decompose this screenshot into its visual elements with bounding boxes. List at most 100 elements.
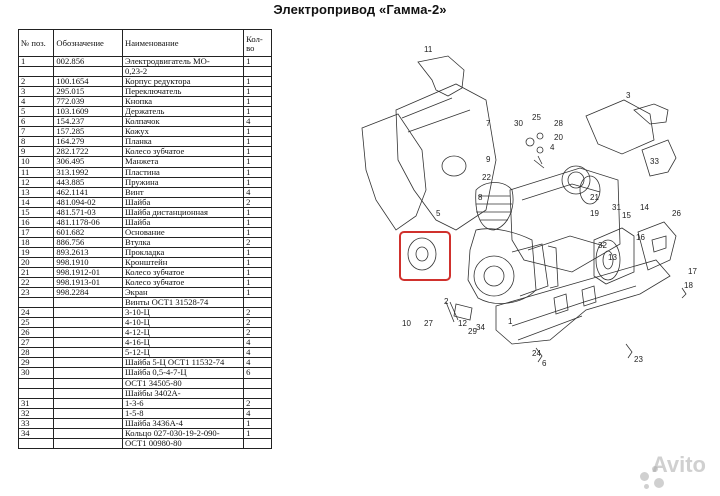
- cell-name: Кольцо 027-030-19-2-090-: [121, 427, 245, 439]
- cell-quantity: [243, 387, 272, 399]
- callout-label: 14: [640, 203, 649, 212]
- cell-designation: [53, 337, 123, 349]
- cell-name: Электродвигатель МО-: [121, 55, 245, 68]
- cell-quantity: 1: [243, 246, 272, 258]
- cell-name: Пластина: [121, 166, 245, 178]
- cell-position: 15: [17, 206, 55, 218]
- callout-label: 19: [590, 209, 599, 218]
- cell-name: 5-12-Ц: [121, 347, 245, 359]
- cell-designation: [53, 427, 123, 439]
- cell-designation: [53, 407, 123, 419]
- cell-quantity: [243, 66, 272, 78]
- callout-label: 22: [482, 173, 491, 182]
- cell-name: 1-5-8: [121, 407, 245, 419]
- cell-designation: 157.285: [53, 126, 123, 138]
- cell-quantity: 1: [243, 76, 272, 88]
- callout-label: 8: [478, 193, 483, 202]
- cell-quantity: 2: [243, 196, 272, 208]
- cell-position: 13: [17, 186, 55, 198]
- cell-position: 28: [17, 347, 55, 359]
- cell-designation: 893.2613: [53, 246, 123, 258]
- switch-part: [585, 99, 655, 155]
- cell-designation: 481.1178-06: [53, 216, 123, 228]
- cell-designation: [53, 327, 123, 339]
- cell-name: Колесо зубчатое: [121, 277, 245, 289]
- callout-label: 11: [424, 45, 433, 54]
- callout-label: 4: [550, 143, 555, 152]
- cell-name: Экран: [121, 287, 245, 299]
- cell-designation: [53, 397, 123, 409]
- cell-position: [17, 377, 55, 389]
- cell-designation: [53, 317, 123, 329]
- header-quantity: Кол-во: [243, 29, 272, 57]
- cell-designation: [53, 347, 123, 359]
- cell-name: Корпус редуктора: [121, 76, 245, 88]
- cell-position: [17, 66, 55, 78]
- cell-designation: 481.571-03: [53, 206, 123, 218]
- cell-name: Втулка: [121, 236, 245, 248]
- page-title: Электропривод «Гамма-2»: [273, 2, 447, 17]
- cell-quantity: [243, 437, 272, 449]
- cell-name: Колесо зубчатое: [121, 266, 245, 279]
- cell-name: Шайба: [121, 216, 245, 228]
- callout-label: 31: [612, 203, 621, 212]
- gear-wheel-large-part: [593, 227, 635, 285]
- cell-quantity: 1: [243, 417, 272, 429]
- callout-label: 6: [542, 359, 547, 368]
- cell-name: Держатель: [121, 106, 245, 118]
- cell-quantity: 1: [243, 427, 272, 439]
- cell-position: 34: [17, 427, 55, 439]
- cell-position: 5: [17, 106, 55, 118]
- cell-name: Шайба: [121, 196, 245, 208]
- cell-name: Пружина: [121, 176, 245, 188]
- cell-quantity: 1: [243, 216, 272, 228]
- header-name: Наименование: [121, 29, 245, 57]
- cell-name: ОСТ1 34505-80: [121, 377, 245, 389]
- cell-quantity: 2: [243, 327, 272, 339]
- cell-quantity: 1: [243, 287, 272, 299]
- cell-designation: [53, 417, 123, 429]
- cell-position: 10: [17, 156, 55, 168]
- callout-label: 2: [444, 297, 449, 306]
- callout-label: 7: [486, 119, 491, 128]
- cell-quantity: 1: [243, 226, 272, 238]
- cell-name: Шайбы 3402А-: [121, 387, 245, 399]
- cell-position: 3: [17, 86, 55, 98]
- callout-label: 9: [486, 155, 491, 164]
- cell-quantity: 2: [243, 317, 272, 329]
- cell-position: 29: [17, 357, 55, 369]
- gear-wheel-part: [475, 182, 514, 231]
- cell-quantity: 4: [243, 186, 272, 198]
- cell-position: 4: [17, 96, 55, 108]
- cell-name: Шайба дистанционная: [121, 206, 245, 218]
- cell-designation: 295.015: [53, 86, 123, 98]
- cell-designation: [53, 357, 123, 369]
- cell-position: 1: [17, 55, 55, 68]
- cell-quantity: 1: [243, 146, 272, 158]
- table-row: ОСТ1 34505-80: [17, 377, 272, 389]
- cell-designation: [53, 297, 123, 309]
- table-row: 34 Кольцо 027-030-19-2-090-1: [17, 427, 272, 439]
- washer-part: [641, 139, 677, 177]
- callout-label: 18: [684, 281, 693, 290]
